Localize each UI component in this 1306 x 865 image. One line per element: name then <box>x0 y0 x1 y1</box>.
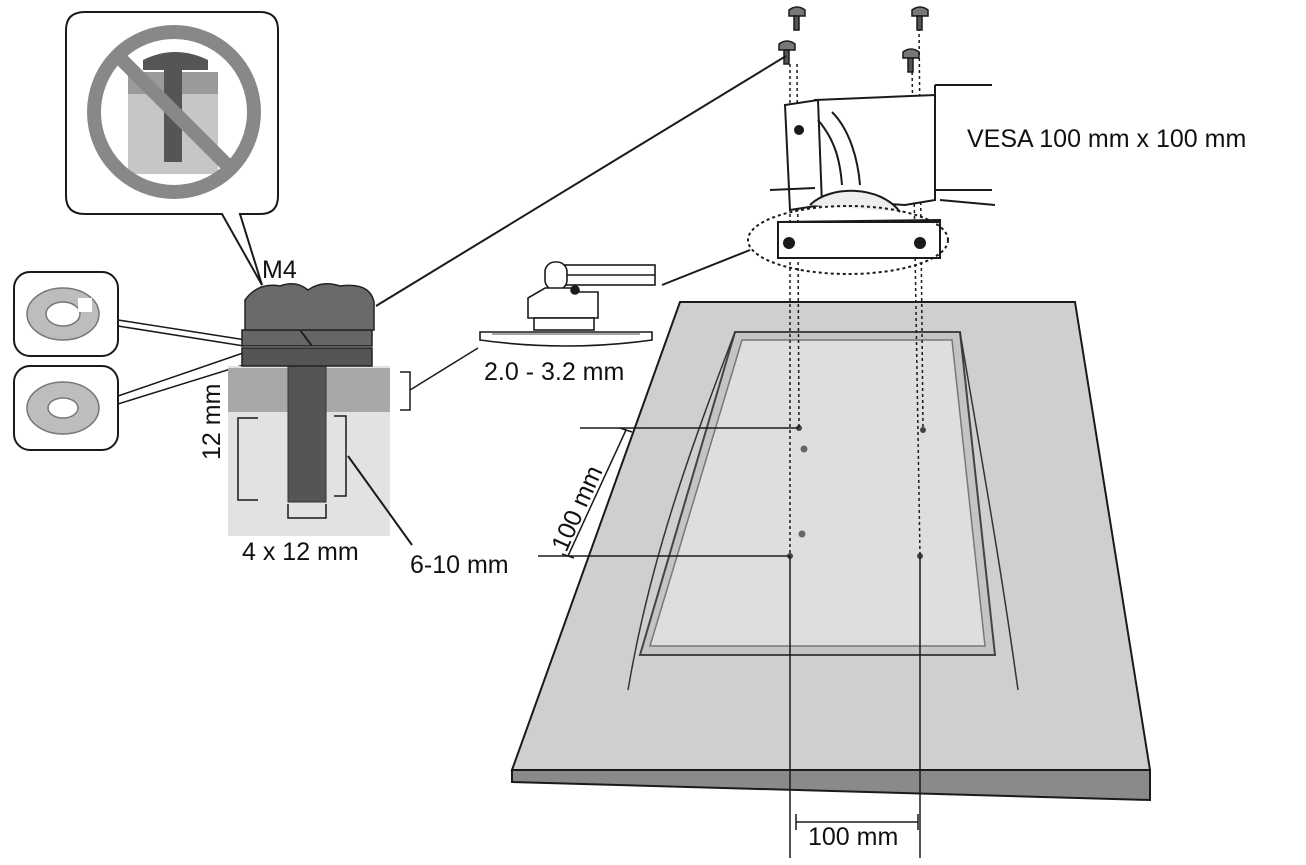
no-long-screw-icon <box>65 11 279 286</box>
screw-head <box>244 283 375 331</box>
extra-hole <box>800 445 808 453</box>
spring-washer-icon <box>13 271 247 357</box>
panel-contour-right <box>959 331 1019 691</box>
panel-contour-left <box>627 331 736 691</box>
vesa-label: VESA 100 mm x 100 mm <box>967 125 1247 153</box>
flat-washer-icon <box>13 351 267 451</box>
hinge-detail <box>479 249 751 347</box>
m4-screw-icon <box>902 48 920 73</box>
monitor-panel <box>510 301 1152 802</box>
screw-cross-section <box>228 283 479 546</box>
flat-washer-section <box>241 347 373 367</box>
hole-spacing-horizontal-label: 100 mm <box>808 823 899 851</box>
m4-screws-top <box>375 6 929 307</box>
stand-bracket <box>747 84 996 275</box>
screw-length-label: 12 mm <box>198 383 226 460</box>
screw-type-label: M4 <box>262 256 297 284</box>
thread-depth-label: 6-10 mm <box>410 551 509 579</box>
screw-size-label: 4 x 12 mm <box>242 538 359 566</box>
hole-highlight-ellipse <box>747 205 949 275</box>
panel-recess-inner <box>648 339 986 647</box>
m4-screw-icon <box>778 40 796 65</box>
panel-side <box>511 769 1151 802</box>
m4-screw-icon <box>788 6 806 31</box>
screw-shaft <box>287 357 327 503</box>
m4-screw-icon <box>911 6 929 31</box>
plate-thickness-label: 2.0 - 3.2 mm <box>484 358 625 386</box>
extra-hole <box>798 530 806 538</box>
